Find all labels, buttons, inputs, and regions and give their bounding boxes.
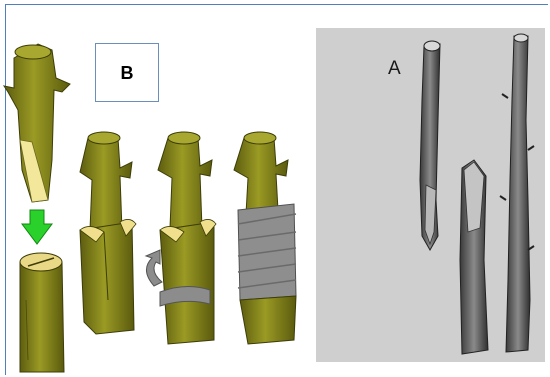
stick-3 — [500, 34, 534, 352]
stick-1 — [420, 41, 440, 250]
stick-2 — [460, 160, 488, 354]
